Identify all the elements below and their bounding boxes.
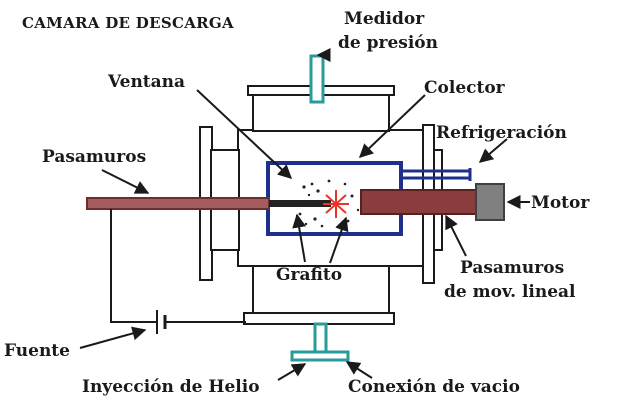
- label-medidor-line1: Medidor: [344, 9, 425, 29]
- label-conexion: Conexión de vacio: [348, 377, 520, 397]
- label-medidor-line2: de presión: [338, 33, 438, 53]
- cooling-pipes: [399, 168, 472, 181]
- vacuum-connection: [290, 322, 350, 362]
- motor-block: [475, 183, 505, 221]
- label-colector: Colector: [424, 78, 506, 98]
- linear-motion-rod: [360, 189, 478, 215]
- power-circuit: [110, 209, 246, 334]
- chamber-bottom-neck: [252, 265, 390, 317]
- label-grafito: Grafito: [276, 265, 342, 285]
- diagram-title: CAMARA DE DESCARGA: [22, 14, 234, 32]
- label-pasamuros: Pasamuros: [42, 147, 146, 167]
- label-inyeccion: Inyección de Helio: [82, 377, 260, 397]
- pressure-gauge: [309, 54, 325, 104]
- label-ventana: Ventana: [107, 72, 185, 92]
- label-fuente: Fuente: [4, 341, 70, 361]
- arc-spark: [323, 190, 349, 218]
- pointer-arrows: [79, 48, 530, 381]
- label-motor: Motor: [531, 193, 590, 213]
- chamber-bottom-flange: [243, 312, 395, 325]
- label-pasamuros-lineal-line2: de mov. lineal: [444, 282, 576, 302]
- graphite-rod: [269, 200, 331, 207]
- label-refrigeracion: Refrigeración: [436, 123, 567, 143]
- left-feedthrough-rod: [86, 197, 270, 210]
- label-pasamuros-lineal-line1: Pasamuros: [460, 258, 564, 278]
